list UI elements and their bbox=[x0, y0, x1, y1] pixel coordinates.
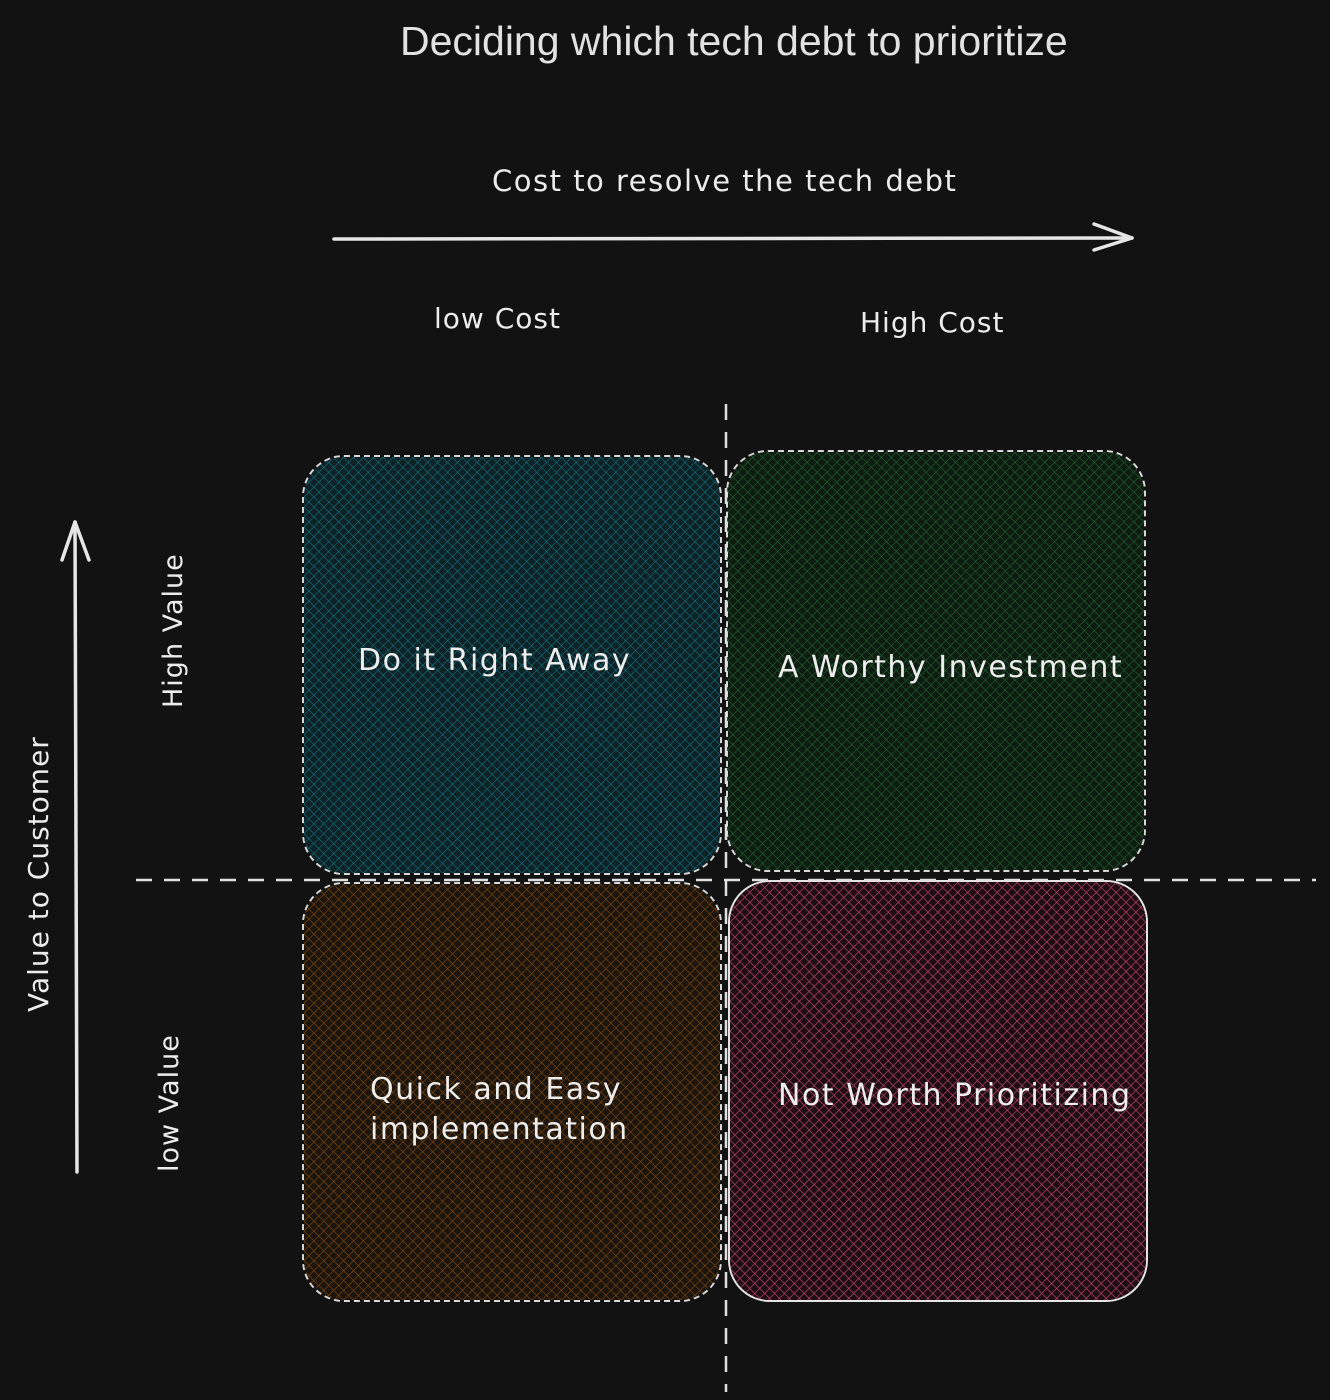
pink-hatch-fill bbox=[730, 882, 1146, 1300]
diagram-title: Deciding which tech debt to prioritize bbox=[400, 18, 1068, 64]
x-axis-label: Cost to resolve the tech debt bbox=[492, 164, 958, 198]
quadrant-label: Not Worth Prioritizing bbox=[778, 1078, 1132, 1113]
orange-hatch-fill bbox=[304, 884, 720, 1300]
high-cost-label: High Cost bbox=[860, 306, 1005, 339]
low-cost-label: low Cost bbox=[434, 302, 561, 335]
quadrant-a-worthy-investment[interactable]: A Worthy Investment bbox=[726, 450, 1146, 872]
quadrant-label: Quick and Easy implementation bbox=[370, 1070, 629, 1150]
quadrant-label-line-2: implementation bbox=[370, 1112, 629, 1147]
green-hatch-fill bbox=[728, 452, 1144, 870]
quadrant-not-worth-prioritizing[interactable]: Not Worth Prioritizing bbox=[728, 880, 1148, 1302]
teal-hatch-fill bbox=[304, 457, 720, 873]
quadrant-label-line-1: Quick and Easy bbox=[370, 1072, 623, 1107]
y-axis-arrow-icon bbox=[60, 520, 91, 1174]
quadrant-do-it-right-away[interactable]: Do it Right Away bbox=[302, 455, 722, 875]
quadrant-quick-and-easy[interactable]: Quick and Easy implementation bbox=[302, 882, 722, 1302]
quadrant-label: A Worthy Investment bbox=[778, 650, 1124, 685]
x-axis-arrow-icon bbox=[332, 222, 1134, 252]
quadrant-label: Do it Right Away bbox=[358, 643, 632, 678]
